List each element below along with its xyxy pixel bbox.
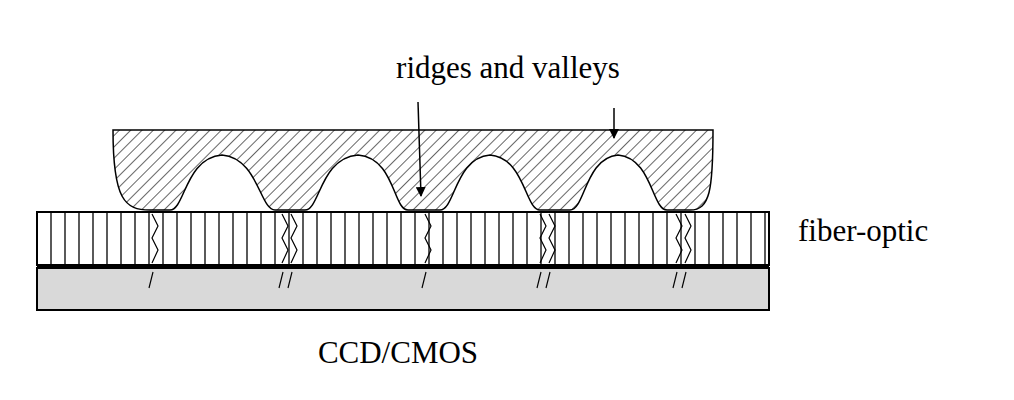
fiber-line: [456, 212, 457, 265]
fiber-line: [554, 212, 555, 265]
fiber-line: [526, 212, 527, 265]
fiber-line: [50, 212, 51, 265]
light-path: [291, 214, 297, 263]
light-path: [676, 214, 682, 263]
fiber-line: [750, 212, 751, 265]
light-path: [152, 214, 158, 263]
fiber-line: [400, 212, 401, 265]
light-path: [288, 272, 292, 288]
fiber-line: [666, 212, 667, 265]
light-path: [540, 214, 546, 263]
fiber-line: [78, 212, 79, 265]
light-path: [279, 272, 283, 288]
fiber-line: [582, 212, 583, 265]
fiber-line: [260, 212, 261, 265]
finger-shape: [113, 130, 713, 210]
fiber-line: [442, 212, 443, 265]
fiber-line: [638, 212, 639, 265]
fiber-line: [344, 212, 345, 265]
light-path: [685, 214, 691, 263]
fiber-line: [484, 212, 485, 265]
fiber-line: [372, 212, 373, 265]
fiber-line: [120, 212, 121, 265]
fiber-line: [470, 212, 471, 265]
fiber-line: [92, 212, 93, 265]
fiber-line: [512, 212, 513, 265]
fiber-line: [568, 212, 569, 265]
light-path: [282, 214, 288, 263]
fiber-line: [162, 212, 163, 265]
fiber-line: [736, 212, 737, 265]
fiber-line: [610, 212, 611, 265]
light-paths: [149, 214, 691, 288]
light-path: [546, 272, 550, 288]
fiber-line: [134, 212, 135, 265]
fiber-line: [764, 212, 765, 265]
fiber-line: [596, 212, 597, 265]
fiber-line: [232, 212, 233, 265]
light-path: [673, 272, 677, 288]
fiber-line: [330, 212, 331, 265]
fiber-line: [288, 212, 289, 265]
leader-arrow: [613, 108, 615, 138]
fiber-line: [106, 212, 107, 265]
light-path: [549, 214, 555, 263]
interface-line: [37, 264, 769, 268]
fiber-line: [218, 212, 219, 265]
light-path: [425, 214, 431, 263]
fiber-line: [722, 212, 723, 265]
fiber-line: [64, 212, 65, 265]
fiber-line: [274, 212, 275, 265]
light-path: [149, 272, 153, 288]
light-path: [537, 272, 541, 288]
sensor-label: CCD/CMOS: [318, 337, 478, 368]
fiber-line: [498, 212, 499, 265]
light-path: [682, 272, 686, 288]
sensor-band: [37, 268, 769, 310]
light-path: [422, 272, 426, 288]
fiber-line: [358, 212, 359, 265]
ridges-label: ridges and valleys: [396, 52, 620, 83]
fiber-line: [204, 212, 205, 265]
fiber-line: [652, 212, 653, 265]
leader-arrow: [418, 102, 421, 196]
fiber-line: [190, 212, 191, 265]
fiber-line: [708, 212, 709, 265]
fiber-line: [414, 212, 415, 265]
fiber-optic-label: fiber-optic: [798, 215, 928, 246]
fiber-optic-plate: [37, 212, 769, 265]
fiber-line: [316, 212, 317, 265]
fiber-lines: [51, 212, 765, 265]
fiber-line: [624, 212, 625, 265]
fiber-line: [176, 212, 177, 265]
fiber-line: [680, 212, 681, 265]
fiber-line: [302, 212, 303, 265]
fiber-line: [386, 212, 387, 265]
fiber-line: [246, 212, 247, 265]
fiber-line: [148, 212, 149, 265]
fiber-line: [694, 212, 695, 265]
